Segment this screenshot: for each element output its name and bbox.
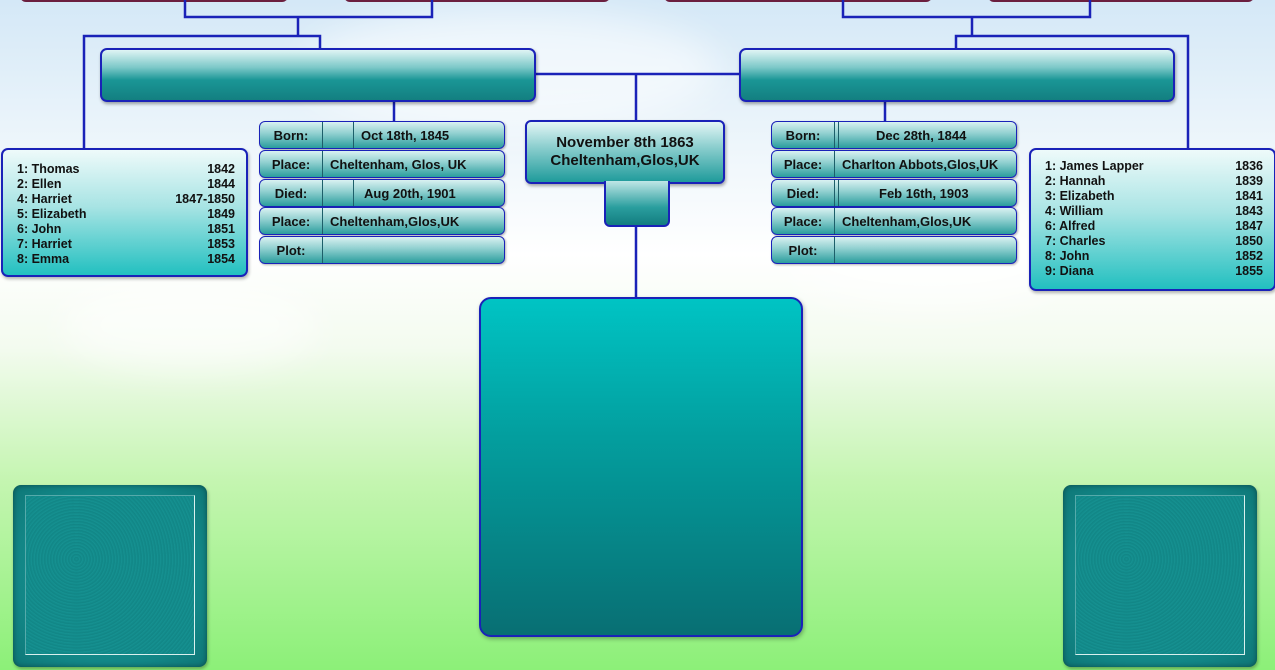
divider bbox=[353, 180, 354, 206]
born-label: Born: bbox=[772, 122, 835, 148]
father-name-box[interactable] bbox=[100, 48, 536, 102]
place-label: Place: bbox=[772, 208, 835, 234]
sibling-name: 7: Harriet bbox=[17, 237, 72, 251]
sibling-item: 8: John 1852 bbox=[1045, 249, 1263, 264]
place-label: Place: bbox=[260, 151, 323, 177]
sibling-item: 1: Thomas 1842 bbox=[17, 162, 235, 177]
sibling-birth-year: 1836 bbox=[1235, 159, 1263, 173]
sibling-birth-year: 1852 bbox=[1235, 249, 1263, 263]
died-label: Died: bbox=[772, 180, 835, 206]
sibling-item: 1: James Lapper 1836 bbox=[1045, 159, 1263, 174]
father-siblings-list: 1: Thomas 1842 2: Ellen 1844 4: Harriet 1847-… bbox=[1, 148, 248, 277]
mother-born-value: Dec 28th, 1844 bbox=[876, 127, 967, 143]
plot-label: Plot: bbox=[772, 237, 835, 263]
sibling-item: 2: Hannah 1839 bbox=[1045, 174, 1263, 189]
sibling-birth-year: 1843 bbox=[1235, 204, 1263, 218]
photo-placeholder bbox=[25, 495, 195, 655]
mother-death-place-row: Place: Cheltenham,Glos,UK bbox=[771, 207, 1017, 235]
sibling-birth-year: 1847 bbox=[1235, 219, 1263, 233]
plot-label: Plot: bbox=[260, 237, 323, 263]
sibling-name: 7: Charles bbox=[1045, 234, 1106, 248]
father-plot-row: Plot: bbox=[259, 236, 505, 264]
marriage-connector-box bbox=[604, 181, 670, 227]
sibling-item: 7: Harriet 1853 bbox=[17, 237, 235, 252]
sibling-name: 3: Elizabeth bbox=[1045, 189, 1115, 203]
mother-born-row: Born: Dec 28th, 1844 bbox=[771, 121, 1017, 149]
sibling-item: 6: Alfred 1847 bbox=[1045, 219, 1263, 234]
sibling-birth-year: 1853 bbox=[207, 237, 235, 251]
died-label: Died: bbox=[260, 180, 323, 206]
sibling-birth-year: 1839 bbox=[1235, 174, 1263, 188]
sibling-birth-year: 1844 bbox=[207, 177, 235, 191]
father-birth-place-row: Place: Cheltenham, Glos, UK bbox=[259, 150, 505, 178]
sibling-item: 8: Emma 1854 bbox=[17, 252, 235, 267]
father-death-place: Cheltenham,Glos,UK bbox=[330, 213, 460, 229]
born-label: Born: bbox=[260, 122, 323, 148]
mother-died-value: Feb 16th, 1903 bbox=[879, 185, 969, 201]
mother-plot-row: Plot: bbox=[771, 236, 1017, 264]
sibling-name: 4: Harriet bbox=[17, 192, 72, 206]
mother-birth-place: Charlton Abbots,Glos,UK bbox=[842, 156, 999, 172]
marriage-date: November 8th 1863 bbox=[556, 134, 694, 151]
place-label: Place: bbox=[772, 151, 835, 177]
sibling-item: 5: Elizabeth 1849 bbox=[17, 207, 235, 222]
sibling-name: 5: Elizabeth bbox=[17, 207, 87, 221]
mother-died-row: Died: Feb 16th, 1903 bbox=[771, 179, 1017, 207]
sibling-birth-year: 1849 bbox=[207, 207, 235, 221]
sibling-name: 6: John bbox=[17, 222, 62, 236]
father-birth-place: Cheltenham, Glos, UK bbox=[330, 156, 467, 172]
sibling-item: 4: William 1843 bbox=[1045, 204, 1263, 219]
divider bbox=[838, 180, 839, 206]
sibling-name: 9: Diana bbox=[1045, 264, 1094, 278]
place-label: Place: bbox=[260, 208, 323, 234]
sibling-item: 9: Diana 1855 bbox=[1045, 264, 1263, 279]
sibling-name: 8: John bbox=[1045, 249, 1090, 263]
sibling-name: 4: William bbox=[1045, 204, 1104, 218]
sibling-birth-year: 1841 bbox=[1235, 189, 1263, 203]
sibling-name: 8: Emma bbox=[17, 252, 70, 266]
sibling-name: 2: Ellen bbox=[17, 177, 62, 191]
sibling-birth-year: 1855 bbox=[1235, 264, 1263, 278]
sibling-item: 3: Elizabeth 1841 bbox=[1045, 189, 1263, 204]
sibling-name: 1: Thomas bbox=[17, 162, 80, 176]
mother-name-box[interactable] bbox=[739, 48, 1175, 102]
sibling-item: 6: John 1851 bbox=[17, 222, 235, 237]
mother-death-place: Cheltenham,Glos,UK bbox=[842, 213, 972, 229]
photo-placeholder bbox=[1075, 495, 1245, 655]
father-death-place-row: Place: Cheltenham,Glos,UK bbox=[259, 207, 505, 235]
father-born-value: Oct 18th, 1845 bbox=[361, 127, 450, 143]
sibling-birth-year: 1847-1850 bbox=[175, 192, 235, 206]
sibling-name: 6: Alfred bbox=[1045, 219, 1096, 233]
sibling-birth-year: 1851 bbox=[207, 222, 235, 236]
child-photo-box[interactable] bbox=[479, 297, 803, 637]
father-born-row: Born: Oct 18th, 1845 bbox=[259, 121, 505, 149]
sibling-birth-year: 1842 bbox=[207, 162, 235, 176]
sibling-name: 2: Hannah bbox=[1045, 174, 1106, 188]
mother-photo-frame[interactable] bbox=[1063, 485, 1257, 667]
father-died-row: Died: Aug 20th, 1901 bbox=[259, 179, 505, 207]
sibling-item: 2: Ellen 1844 bbox=[17, 177, 235, 192]
cloud bbox=[60, 280, 320, 370]
mother-birth-place-row: Place: Charlton Abbots,Glos,UK bbox=[771, 150, 1017, 178]
marriage-info-box: November 8th 1863 Cheltenham,Glos,UK bbox=[525, 120, 725, 184]
sibling-birth-year: 1854 bbox=[207, 252, 235, 266]
divider bbox=[353, 122, 354, 148]
marriage-place: Cheltenham,Glos,UK bbox=[550, 152, 700, 169]
sibling-item: 7: Charles 1850 bbox=[1045, 234, 1263, 249]
sibling-name: 1: James Lapper bbox=[1045, 159, 1144, 173]
sibling-item: 4: Harriet 1847-1850 bbox=[17, 192, 235, 207]
sibling-birth-year: 1850 bbox=[1235, 234, 1263, 248]
divider bbox=[838, 122, 839, 148]
father-died-value: Aug 20th, 1901 bbox=[364, 185, 456, 201]
father-photo-frame[interactable] bbox=[13, 485, 207, 667]
